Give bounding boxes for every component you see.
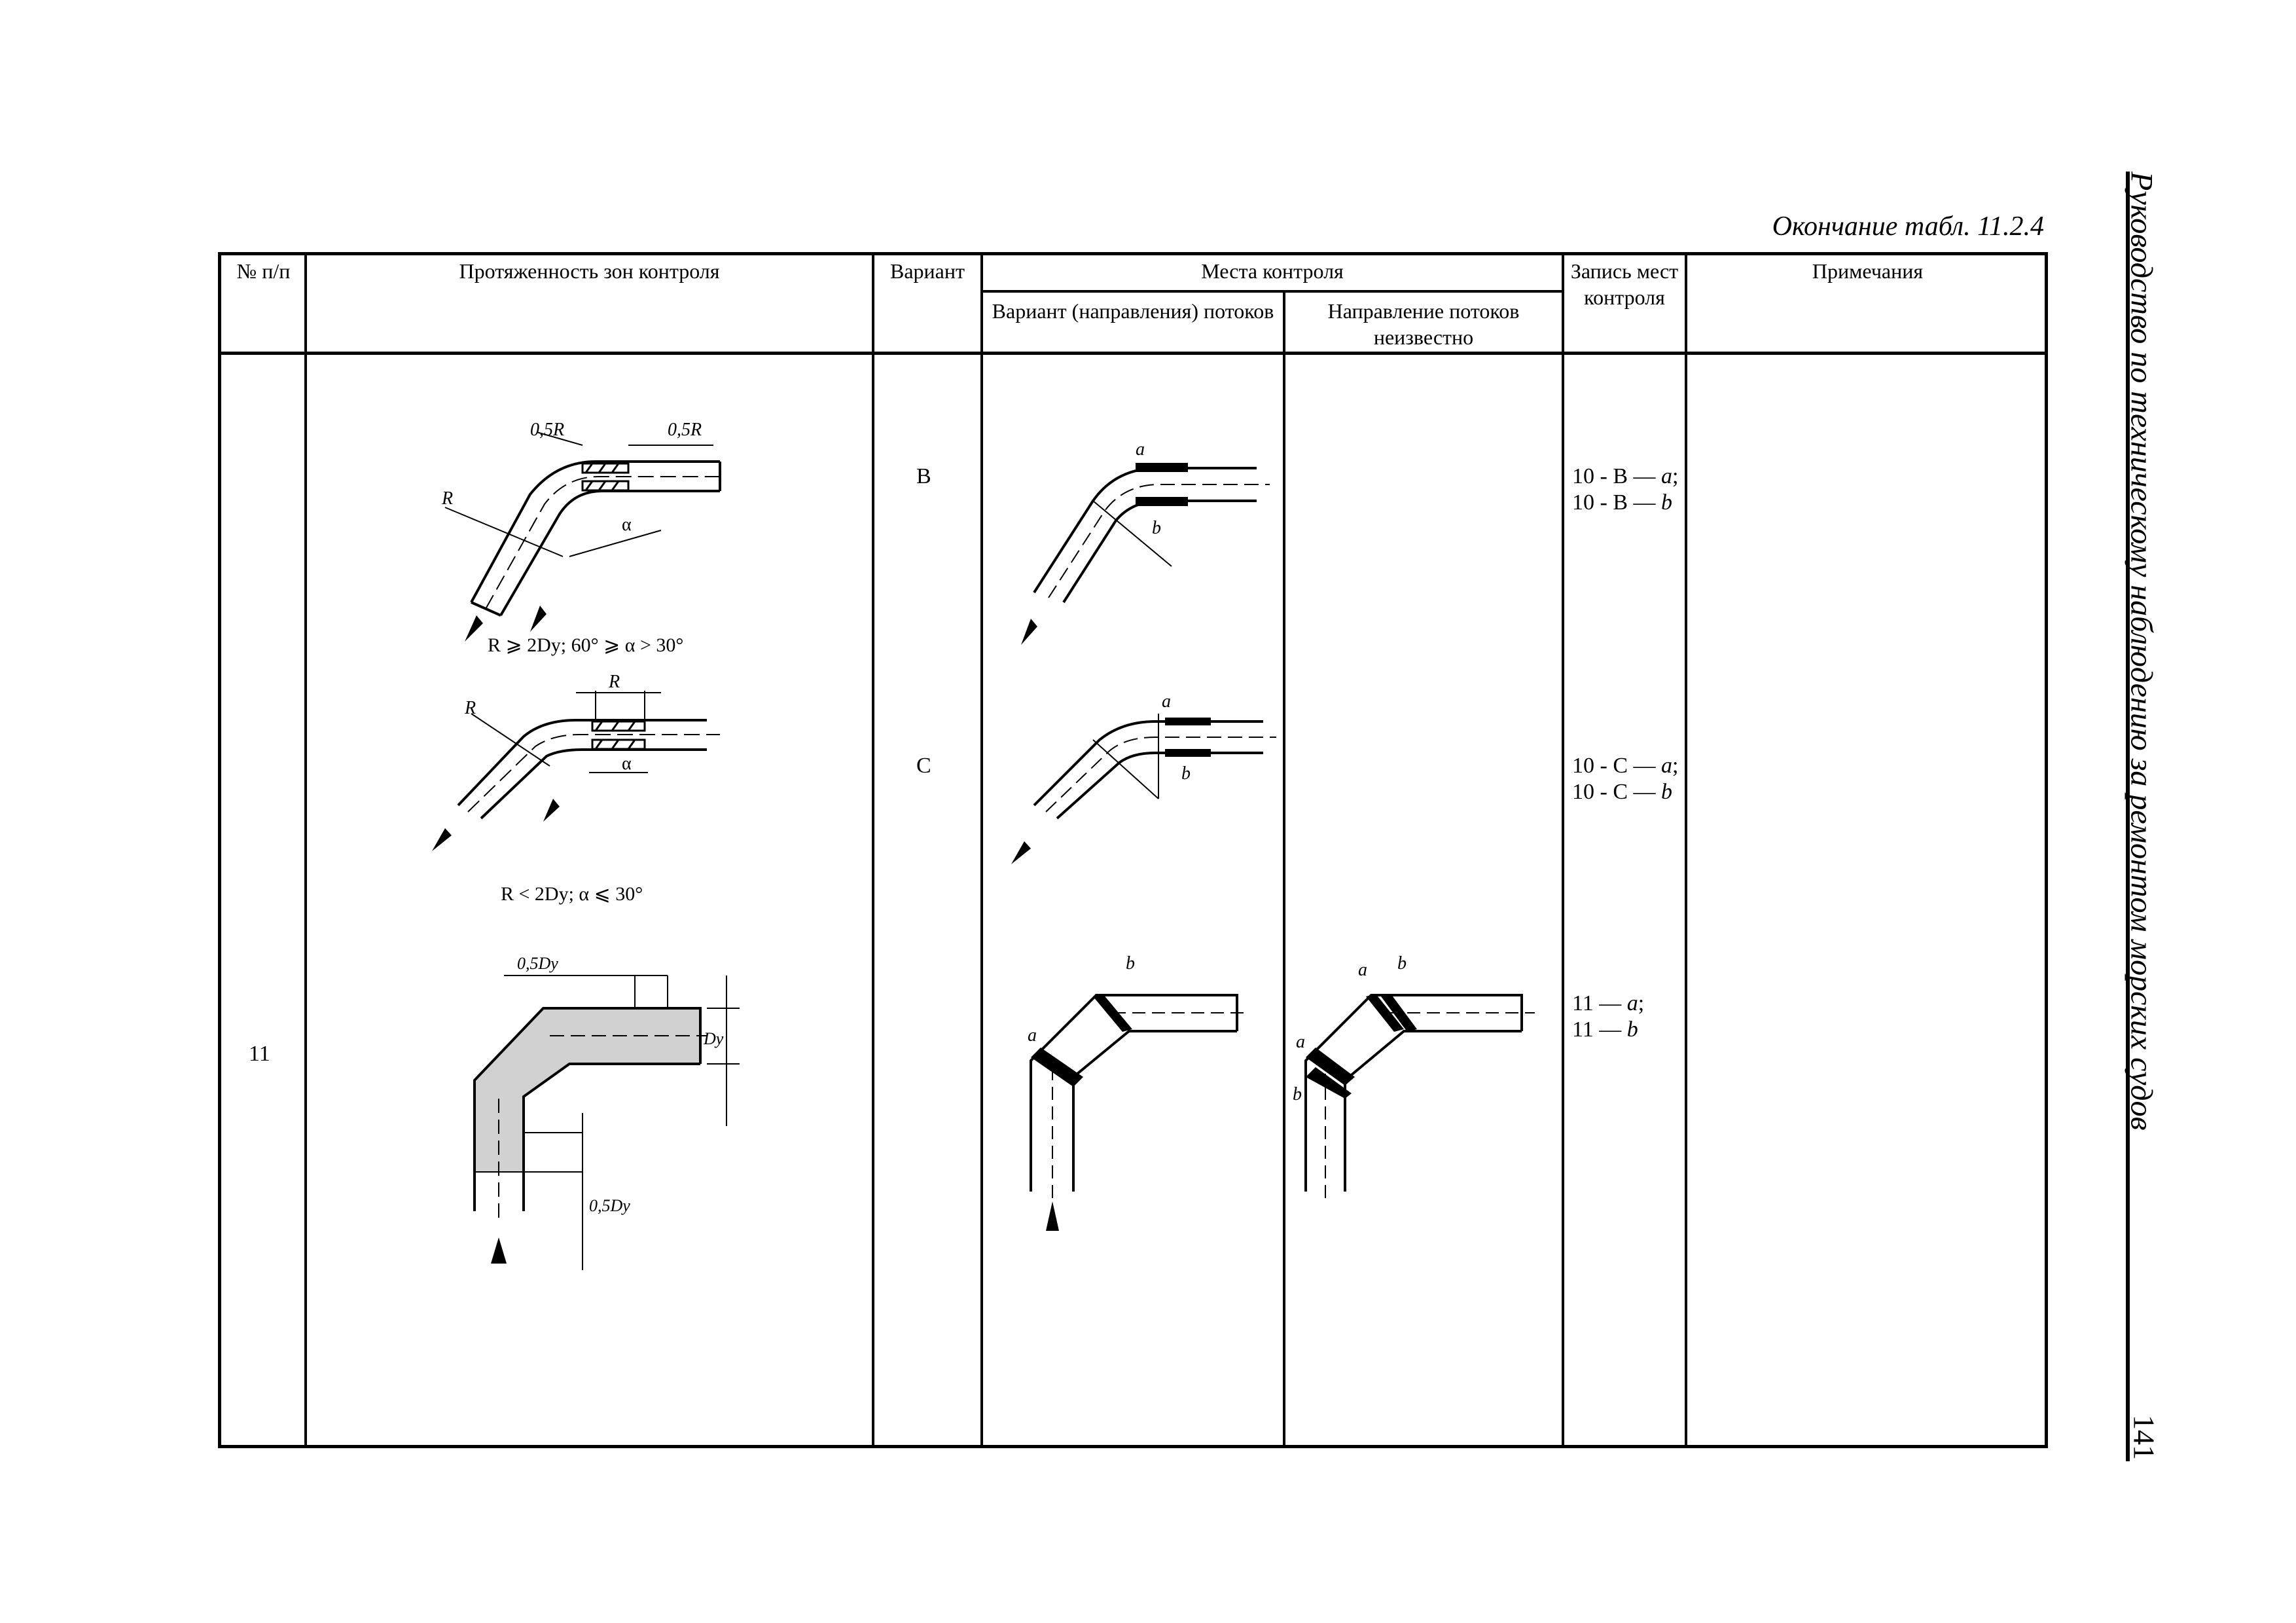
svg-text:0,5Dy: 0,5Dy <box>589 1196 630 1215</box>
svg-text:R: R <box>464 698 476 718</box>
col-divider <box>304 252 307 1448</box>
header-zones: Протяженность зон контроля <box>459 259 720 283</box>
svg-text:a: a <box>1028 1025 1037 1046</box>
header-places: Места контроля <box>1201 259 1344 283</box>
header-places-known: Вариант (направления) потоков <box>992 299 1274 323</box>
svg-text:R < 2Dy; α ⩽ 30°: R < 2Dy; α ⩽ 30° <box>501 883 643 905</box>
record-c: 10 - С — a; 10 - С — b <box>1572 754 1679 804</box>
svg-text:0,5R: 0,5R <box>668 420 702 440</box>
svg-text:a: a <box>1358 960 1367 980</box>
zone-figure-b: 0,5R 0,5R R α R ⩾ 2Dy; 60° ⩾ α > 30° <box>441 420 726 656</box>
svg-text:a: a <box>1162 691 1171 712</box>
svg-text:b: b <box>1126 953 1135 974</box>
header-bottom-rule <box>218 352 2048 355</box>
col-divider <box>1685 252 1687 1448</box>
svg-text:Dy: Dy <box>703 1029 724 1048</box>
svg-text:R: R <box>441 488 453 509</box>
record-11: 11 — a; 11 — b <box>1572 991 1645 1042</box>
svg-text:0,5R: 0,5R <box>530 420 564 440</box>
col-divider <box>872 252 874 1448</box>
table <box>218 252 2048 1448</box>
zone-figure-11: 0,5Dy Dy 0,5Dy <box>473 954 740 1270</box>
header-num: № п/п <box>236 259 291 283</box>
table-caption: Окончание табл. 11.2.4 <box>1772 211 2044 242</box>
svg-text:R: R <box>608 672 620 692</box>
variant-c: С <box>916 754 931 778</box>
variant-b: В <box>916 464 931 488</box>
page-number: 141 <box>2127 1414 2161 1460</box>
col-divider <box>1283 290 1285 1448</box>
side-rule <box>2126 172 2130 1461</box>
svg-text:a: a <box>1136 439 1145 460</box>
row-number: 11 <box>249 1042 270 1066</box>
place-figure-11-unknown: a b a b <box>1293 953 1535 1198</box>
svg-text:a: a <box>1296 1032 1305 1052</box>
svg-text:R ⩾ 2Dy; 60° ⩾ α > 30°: R ⩾ 2Dy; 60° ⩾ α > 30° <box>488 634 683 656</box>
svg-text:0,5Dy: 0,5Dy <box>517 954 558 973</box>
place-figure-b: a b <box>1021 439 1270 645</box>
svg-text:α: α <box>622 754 632 774</box>
col-divider <box>1562 252 1564 1448</box>
svg-text:b: b <box>1152 518 1161 538</box>
place-figure-11-known: b a <box>1028 953 1250 1231</box>
zone-figure-c: R R α R < 2Dy; α ⩽ 30° <box>432 672 720 905</box>
svg-text:b: b <box>1293 1084 1302 1104</box>
svg-text:α: α <box>622 515 632 535</box>
record-b: 10 - В — a; 10 - В — b <box>1572 464 1679 515</box>
header-variant: Вариант <box>890 259 965 283</box>
col-divider <box>980 252 983 1448</box>
header-notes: Примечания <box>1812 259 1924 283</box>
svg-text:b: b <box>1181 763 1191 784</box>
svg-text:b: b <box>1397 953 1407 974</box>
header-sub-divider <box>980 290 1562 293</box>
place-figure-c: a b <box>1011 691 1276 864</box>
running-head: Руководство по техническому наблюдению з… <box>2124 172 2159 1131</box>
